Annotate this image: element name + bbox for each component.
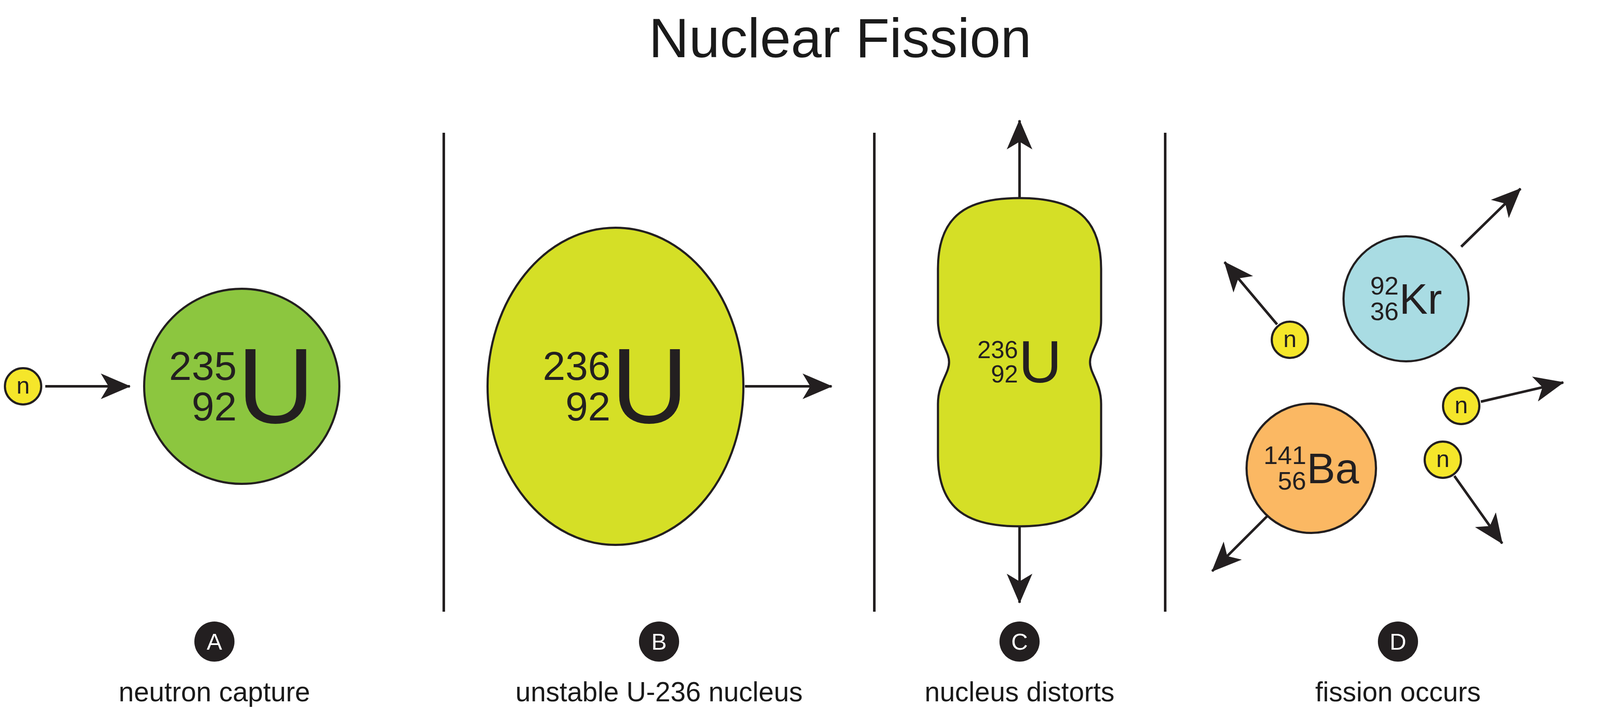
- node-shape: [144, 289, 340, 485]
- step-letter: B: [651, 630, 667, 654]
- particle-label: n: [1283, 327, 1297, 352]
- node-content: A: [206, 630, 223, 654]
- neutron: n: [1423, 440, 1463, 480]
- step-caption: nucleus distorts: [924, 677, 1115, 708]
- element-symbol: U: [237, 333, 315, 440]
- node-content: 23692U: [977, 332, 1062, 393]
- step-caption: unstable U-236 nucleus: [515, 677, 803, 708]
- particle-label: n: [1435, 447, 1450, 472]
- neutron: n: [1441, 386, 1481, 426]
- node-shape: [999, 621, 1040, 663]
- neutron: n: [3, 366, 43, 407]
- node-content: 23592U: [169, 333, 315, 440]
- node-content: C: [1011, 630, 1029, 654]
- element-symbol: Kr: [1399, 277, 1442, 321]
- node-shape: [1424, 442, 1462, 479]
- panel-divider: [442, 132, 446, 613]
- step-caption: fission occurs: [1315, 677, 1481, 708]
- atomic-number: 92: [990, 362, 1018, 387]
- node-content: n: [16, 375, 30, 398]
- node-content: n: [1283, 328, 1297, 352]
- step-letter: A: [206, 630, 223, 654]
- node-shape: [638, 621, 680, 663]
- uranium-235-nucleus: 23592U: [142, 287, 341, 486]
- motion-arrow: [1461, 188, 1521, 247]
- nuclide-numbers: 23692: [542, 345, 611, 428]
- step-letter: D: [1389, 630, 1407, 654]
- node-shape: [1271, 322, 1309, 359]
- mass-number: 92: [1370, 273, 1399, 299]
- element-symbol: U: [611, 333, 689, 440]
- diagram-title: Nuclear Fission: [648, 7, 1032, 69]
- node-shape: [1377, 621, 1419, 663]
- motion-arrow: [744, 385, 832, 388]
- node-shape: [5, 368, 42, 405]
- krypton-nucleus: 9236Kr: [1342, 234, 1471, 364]
- particle-label: n: [1454, 393, 1468, 418]
- node-content: 23692U: [542, 333, 689, 440]
- step-badge: C: [999, 621, 1041, 663]
- nuclide-numbers: 23692: [977, 337, 1018, 387]
- connector-arrow: [45, 385, 130, 388]
- node-shape: [1443, 388, 1480, 425]
- nuclide-numbers: 23592: [169, 345, 238, 428]
- motion-arrow: [1480, 382, 1564, 402]
- node-content: D: [1389, 630, 1407, 654]
- nuclide-numbers: 14156: [1263, 442, 1307, 495]
- node-shape: [1343, 236, 1469, 362]
- neutron: n: [1270, 320, 1310, 360]
- atomic-number: 56: [1277, 468, 1307, 495]
- motion-arrow: [1018, 120, 1021, 203]
- mass-number: 141: [1263, 442, 1307, 469]
- atomic-number: 92: [191, 386, 238, 428]
- node-shape: [487, 228, 744, 546]
- node-shape: [1246, 404, 1377, 534]
- motion-arrow: [1224, 262, 1278, 325]
- step-badge: B: [638, 621, 680, 663]
- panel-divider: [1163, 132, 1167, 613]
- node-content: B: [651, 630, 667, 654]
- element-symbol: U: [1018, 332, 1062, 393]
- particle-label: n: [16, 373, 30, 398]
- mass-number: 235: [169, 345, 238, 387]
- node-shape: [937, 198, 1102, 527]
- motion-arrow: [1212, 515, 1269, 572]
- distorted-nucleus: 23692U: [936, 196, 1103, 529]
- node-content: 14156Ba: [1263, 442, 1360, 495]
- node-content: n: [1435, 448, 1450, 472]
- node-content: n: [1454, 395, 1468, 418]
- motion-arrow: [1018, 521, 1021, 604]
- mass-number: 236: [977, 337, 1018, 363]
- step-badge: D: [1377, 621, 1419, 663]
- step-letter: C: [1011, 630, 1029, 654]
- element-symbol: Ba: [1306, 447, 1360, 490]
- mass-number: 236: [542, 345, 611, 387]
- atomic-number: 92: [565, 386, 611, 428]
- barium-nucleus: 14156Ba: [1245, 402, 1378, 535]
- motion-arrow: [1454, 476, 1503, 544]
- panel-divider: [873, 132, 876, 613]
- step-caption: neutron capture: [118, 677, 311, 708]
- node-content: 9236Kr: [1370, 273, 1442, 325]
- nuclide-numbers: 9236: [1370, 273, 1399, 325]
- step-badge: A: [193, 621, 235, 663]
- node-shape: [194, 621, 235, 663]
- uranium-236-nucleus: 23692U: [486, 226, 745, 547]
- atomic-number: 36: [1370, 298, 1399, 325]
